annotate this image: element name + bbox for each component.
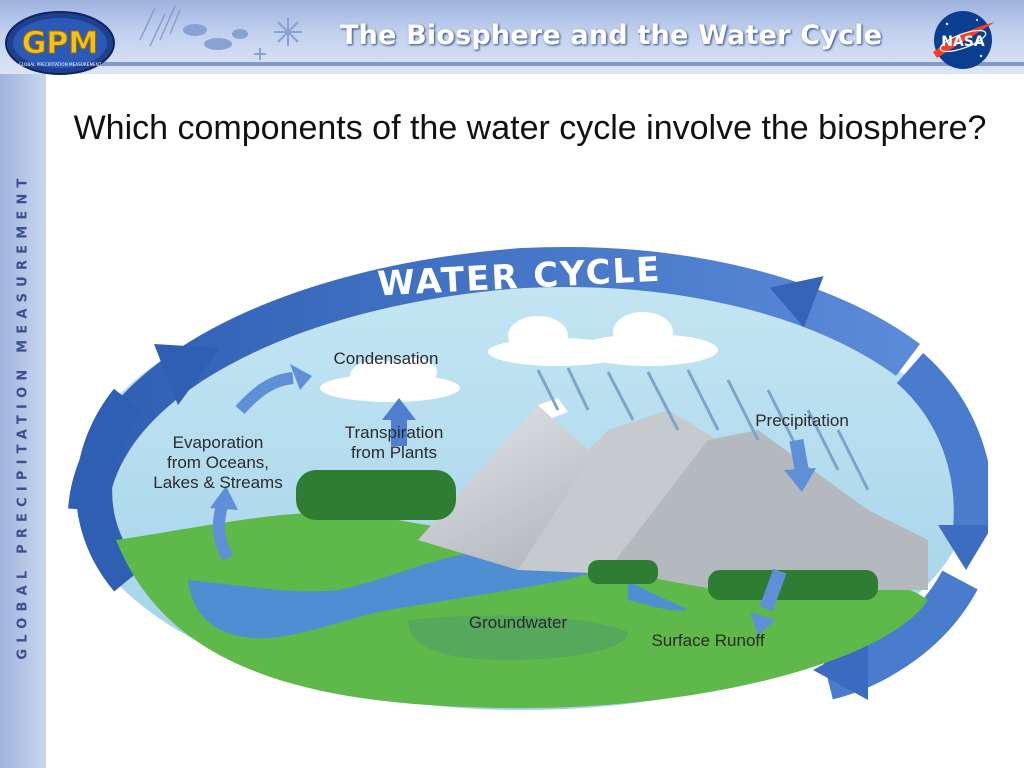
arrow-head-top-right bbox=[769, 276, 824, 328]
evaporation-up-arrowhead bbox=[210, 486, 238, 510]
label-surface-runoff: Surface Runoff bbox=[651, 631, 764, 650]
svg-text:GLOBAL PRECIPITATION MEASUREME: GLOBAL PRECIPITATION MEASUREMENT bbox=[19, 62, 102, 67]
cycle-arrow-right bbox=[896, 352, 988, 532]
slide-title: The Biosphere and the Water Cycle bbox=[340, 20, 883, 51]
label-transpiration-2: from Plants bbox=[351, 443, 437, 462]
water-cycle-diagram: WATER CYCLE Condensation Precipitation T… bbox=[68, 246, 988, 710]
label-precipitation: Precipitation bbox=[755, 411, 849, 430]
runoff-stream bbox=[628, 580, 688, 611]
label-evaporation-2: from Oceans, bbox=[167, 453, 269, 472]
svg-text:GPM: GPM bbox=[22, 26, 98, 61]
arrow-head-right bbox=[938, 525, 988, 570]
rain-clouds bbox=[488, 312, 718, 366]
svg-text:NASA: NASA bbox=[941, 34, 985, 50]
mountain-right bbox=[608, 430, 928, 590]
side-bar bbox=[0, 0, 46, 768]
label-evaporation-1: Evaporation bbox=[173, 433, 264, 452]
side-vertical-text: GLOBAL PRECIPITATION MEASUREMENT bbox=[15, 172, 31, 660]
forest-trees bbox=[296, 470, 878, 600]
condensation-cloud bbox=[320, 358, 460, 402]
label-condensation: Condensation bbox=[334, 349, 439, 368]
slide-question: Which components of the water cycle invo… bbox=[73, 109, 987, 147]
snow-cap bbox=[538, 398, 568, 418]
runoff-arrowhead bbox=[750, 612, 776, 635]
evaporation-to-condensation-arrow bbox=[235, 372, 294, 415]
label-transpiration-1: Transpiration bbox=[345, 423, 444, 442]
nasa-meatball-logo: NASA bbox=[933, 11, 995, 69]
rain-streaks bbox=[536, 367, 870, 491]
header-stripe bbox=[46, 62, 1024, 66]
gpm-logo: GPM GLOBAL PRECIPITATION MEASUREMENT bbox=[5, 11, 115, 75]
header-bar: The Biosphere and the Water Cycle bbox=[0, 0, 1024, 74]
precipitation-arrowhead bbox=[784, 468, 816, 492]
runoff-arrow-shaft bbox=[759, 568, 787, 612]
transpiration-arrow-shaft bbox=[391, 418, 407, 446]
arrow-head-left bbox=[154, 344, 220, 405]
green-land bbox=[116, 512, 928, 709]
label-groundwater: Groundwater bbox=[469, 613, 568, 632]
lake bbox=[188, 548, 628, 639]
precipitation-arrow-shaft bbox=[789, 439, 809, 471]
transpiration-arrowhead bbox=[382, 398, 416, 420]
groundwater-area bbox=[408, 615, 628, 660]
label-evaporation-3: Lakes & Streams bbox=[153, 473, 282, 492]
cycle-arrow-left bbox=[76, 388, 143, 592]
weather-decoration-icon bbox=[139, 5, 302, 60]
arrow-head-bottom-right bbox=[813, 640, 868, 700]
evaporation-arrowhead bbox=[290, 364, 312, 390]
